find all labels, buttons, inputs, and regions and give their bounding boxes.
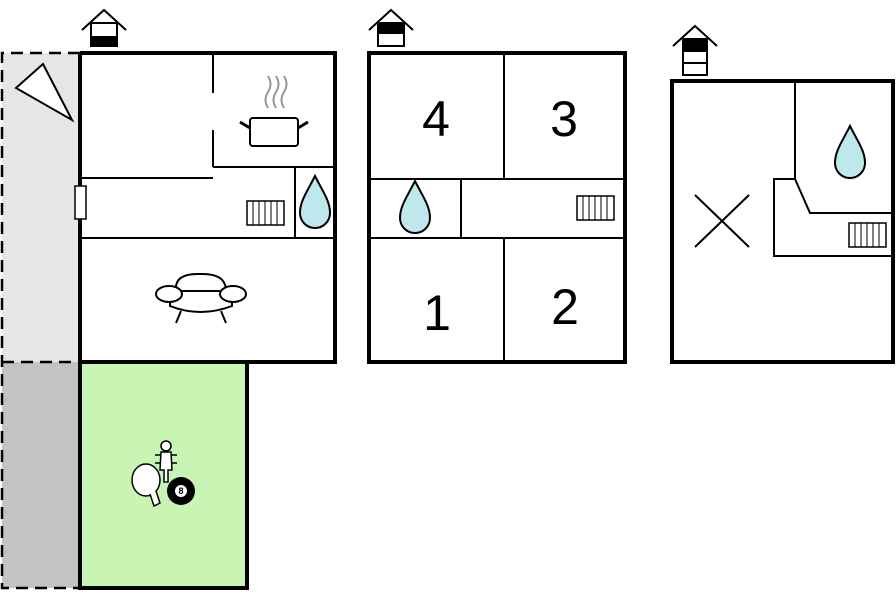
floor-indicator-second-icon [672, 24, 718, 76]
floor-3 [670, 24, 895, 364]
room-label-2: 2 [551, 279, 579, 335]
radiator-icon [246, 200, 285, 226]
room-label-3: 3 [550, 91, 578, 147]
bathroom-water-drop-icon [298, 173, 332, 229]
terrace-lower [2, 362, 80, 588]
billiard-ball-number: 8 [178, 486, 183, 496]
radiator-icon [848, 222, 887, 248]
floor-1: 8 [74, 8, 337, 590]
table-football-icon [155, 440, 177, 483]
floor-2: 4 3 1 2 [367, 8, 627, 364]
kitchen-pot-icon [239, 75, 309, 147]
floor-1-outline [78, 51, 337, 364]
terrace-dashed-border [0, 51, 80, 590]
sofa-icon [155, 272, 247, 324]
void-cross-icon [694, 194, 750, 248]
bathroom-water-drop-icon [833, 123, 867, 179]
billiard-ball-icon: 8 [167, 477, 195, 505]
terrace-upper [2, 53, 80, 362]
terrace [0, 51, 80, 590]
entrance-door [74, 185, 87, 220]
compass-icon [14, 62, 75, 123]
bathroom-water-drop-icon [398, 178, 432, 234]
room-label-1: 1 [423, 285, 451, 341]
room-label-4: 4 [422, 91, 450, 147]
ping-pong-paddle-icon [131, 463, 161, 508]
floor-indicator-first-icon [368, 8, 414, 47]
floor-indicator-ground-icon [81, 8, 127, 47]
radiator-icon [576, 195, 615, 221]
floor-3-outline [670, 79, 895, 364]
floor-2-outline [367, 51, 627, 364]
